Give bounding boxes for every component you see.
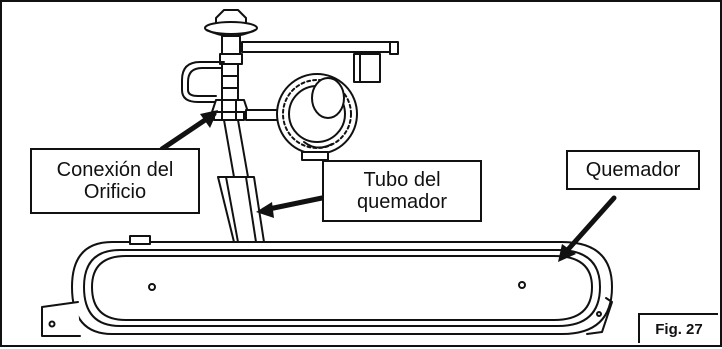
gas-line [181,61,225,103]
igniter-dial [245,73,358,161]
burner-tube [217,119,265,243]
right-bracket [586,297,613,335]
left-bracket [41,301,81,337]
orifice-fitting [211,99,249,121]
callout-burner-tube: Tubo del quemador [322,160,482,222]
gas-manifold [241,41,399,83]
figure-number: Fig. 27 [638,313,718,343]
callout-burner: Quemador [566,150,700,190]
arrow-burner [561,195,617,257]
valve-stem [221,63,239,101]
callout-orifice-connection: Conexión del Orificio [30,148,200,214]
valve-knob [204,9,258,65]
arrow-tube [261,195,325,213]
burner-body [71,235,613,335]
